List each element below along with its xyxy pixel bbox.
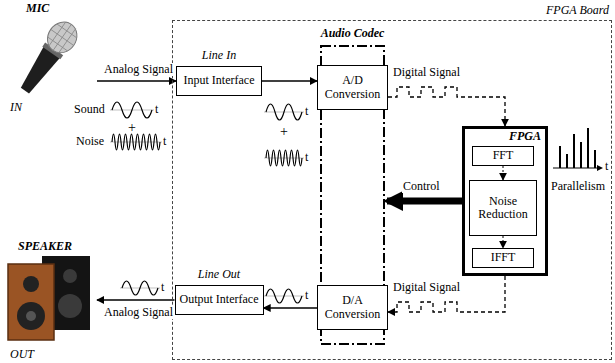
connector-label: Control (402, 180, 441, 193)
microphone-picture (13, 16, 82, 98)
node-label: D/A Conversion (318, 294, 387, 320)
speaker-cone (26, 311, 36, 321)
control-arrow (387, 198, 462, 205)
speaker-cone (58, 294, 82, 318)
connector-label: Analog Signal (103, 306, 174, 319)
node-heading: FPGA Board (546, 4, 609, 17)
sound-wave (112, 102, 152, 118)
process-box: Noise Reduction (469, 180, 537, 236)
signal-connector (503, 236, 504, 248)
process-box: A/D Conversion (317, 65, 388, 110)
node-heading: Audio Codec (290, 27, 415, 40)
connector-label: Digital Signal (392, 66, 461, 79)
connector-label: Analog Signal (103, 63, 174, 76)
node-heading: Line In (157, 49, 281, 62)
signal-connector (388, 87, 505, 126)
signal-label: t (305, 105, 308, 118)
sound-wave (266, 289, 302, 303)
node-heading: OUT (10, 348, 34, 361)
microphone: MIC IN (2, 2, 97, 114)
signal-connector (262, 80, 317, 81)
speaker: SPEAKER OUT (2, 240, 97, 361)
node-label: Input Interface (183, 74, 256, 87)
signal-label: Noise (76, 135, 104, 148)
node-label: Output Interface (179, 293, 260, 306)
spectrum-plot (553, 128, 603, 171)
signal-connector (503, 166, 504, 180)
node-label: IFFT (490, 251, 517, 264)
sound-wave (122, 281, 158, 295)
axis-arrowhead (597, 165, 603, 171)
fpga-box: FPGA FFT Noise ReductionIFFT (462, 126, 548, 276)
process-box: IFFT (472, 248, 534, 268)
signal-label: t (605, 160, 608, 173)
speaker-cone (63, 269, 77, 283)
node-label: Noise Reduction (470, 195, 536, 221)
noise-wave (266, 150, 302, 166)
signal-connector (97, 80, 176, 81)
signal-label: Parallelism (551, 180, 605, 193)
speaker-cone (17, 302, 45, 330)
signal-connector (97, 299, 175, 300)
node-heading: Line Out (156, 268, 283, 281)
sound-wave (266, 104, 302, 120)
signal-label: + (128, 120, 136, 135)
node-label: A/D Conversion (318, 74, 387, 100)
signal-label: t (161, 281, 164, 294)
speaker-cone (23, 276, 39, 292)
node-heading: MIC (26, 2, 49, 15)
connector-label: Digital Signal (392, 281, 461, 294)
interface-box: Line InInput Interface (176, 66, 262, 96)
spectrum-spikes (560, 128, 595, 168)
signal-label: t (305, 289, 308, 302)
mic-grille (42, 16, 83, 58)
mic-mesh (42, 16, 83, 58)
node-heading: SPEAKER (18, 240, 72, 253)
process-box: FFT (472, 146, 534, 166)
speaker-cabinet (8, 264, 54, 340)
node-heading: IN (10, 101, 22, 114)
node-label: FFT (492, 149, 515, 162)
signal-label: t (163, 135, 166, 148)
signal-connector (388, 276, 505, 312)
signal-label: t (305, 151, 308, 164)
noise-wave (112, 134, 160, 150)
signal-label: Sound (74, 103, 105, 116)
process-box: D/A Conversion (317, 285, 388, 330)
codec-region: Audio CodecA/D ConversionD/A Conversion (320, 45, 385, 345)
node-heading: FPGA (509, 130, 541, 143)
interface-box: Line OutOutput Interface (175, 285, 264, 315)
signal-label: + (280, 124, 288, 139)
signal-connector (264, 307, 318, 308)
speaker-picture (8, 256, 90, 340)
signal-label: t (155, 103, 158, 116)
